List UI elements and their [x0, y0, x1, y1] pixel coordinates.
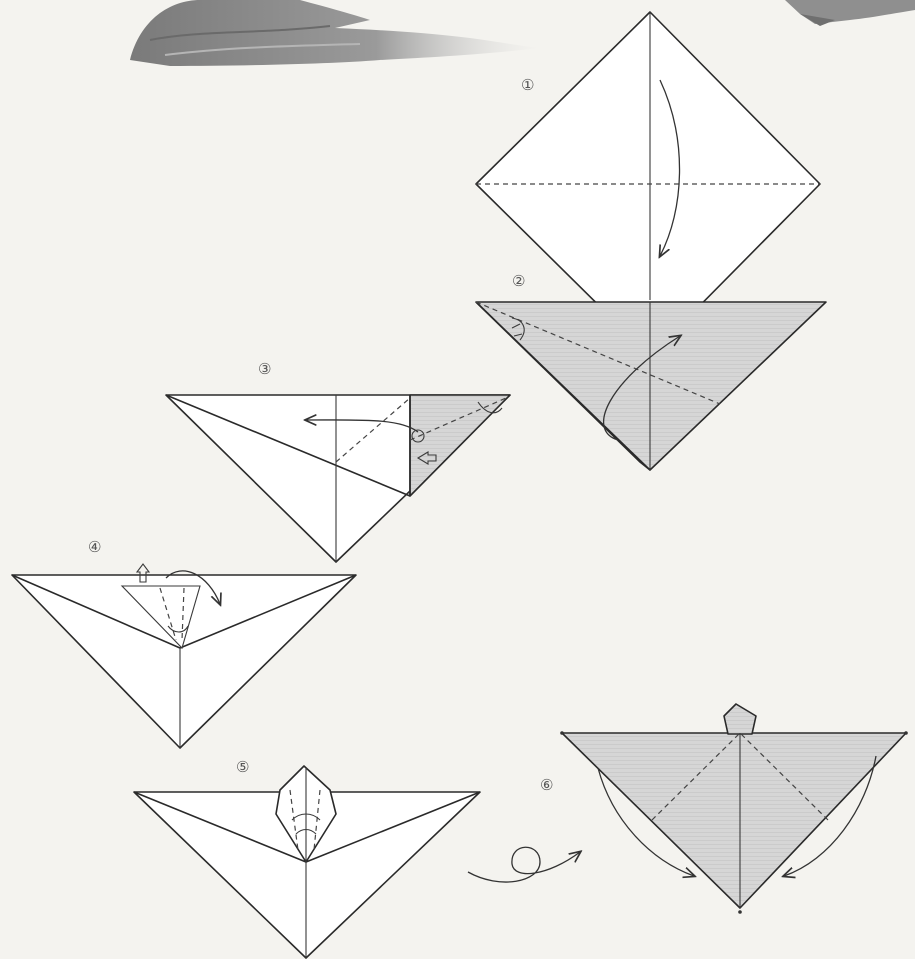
- finished-model-photo: [130, 0, 540, 66]
- step-4: ④: [12, 538, 356, 748]
- step-4-number: ④: [88, 538, 101, 556]
- step-5-number: ⑤: [236, 758, 249, 776]
- step-2-number: ②: [512, 272, 525, 290]
- finished-model-photo-corner: [785, 0, 915, 26]
- step-6: ⑥: [540, 704, 908, 914]
- step-2: ②: [476, 272, 826, 470]
- step-5: ⑤: [134, 758, 480, 958]
- step-3: ③: [166, 360, 510, 562]
- step-1-number: ①: [521, 76, 534, 94]
- step-6-number: ⑥: [540, 776, 553, 794]
- turn-over-icon: [468, 847, 580, 882]
- step-3-number: ③: [258, 360, 271, 378]
